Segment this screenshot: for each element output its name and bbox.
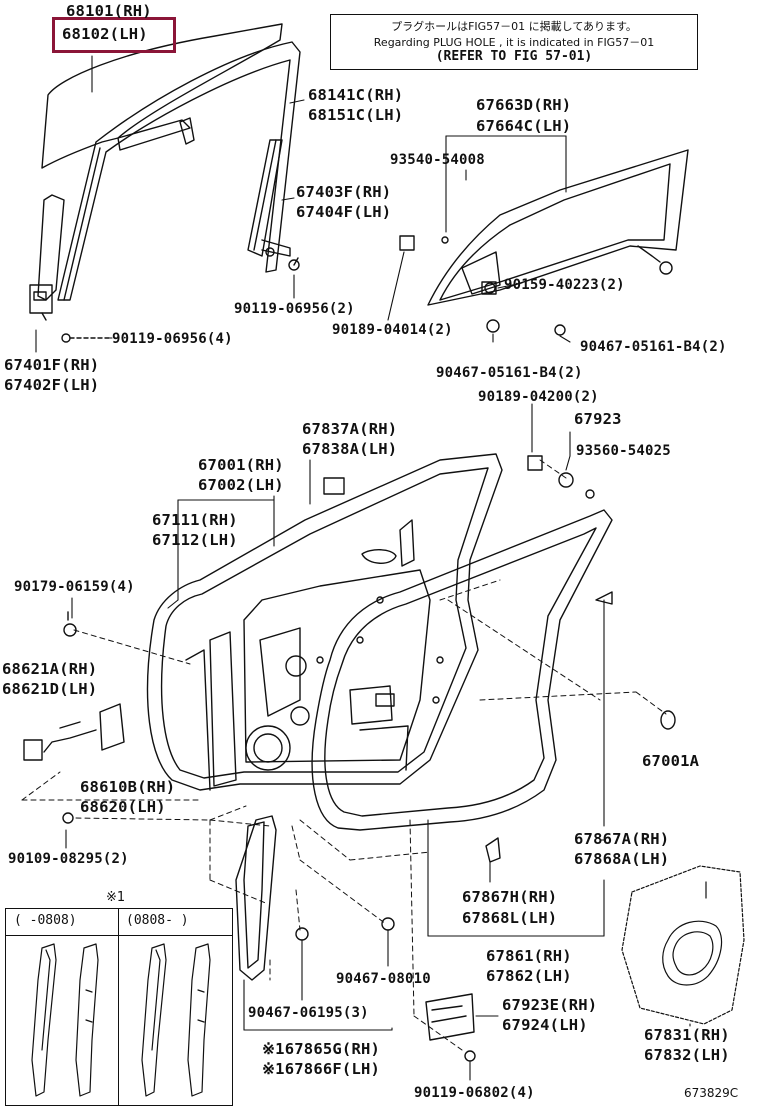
label-67832[interactable]: 67832(LH)	[644, 1046, 730, 1064]
run-channel-drawing	[57, 41, 301, 301]
pad-drawing	[425, 993, 475, 1041]
label-90159[interactable]: 90159-40223(2)	[504, 277, 625, 293]
hinge-drawing	[23, 611, 125, 824]
division-bar-drawing	[247, 139, 300, 271]
label-67868l[interactable]: 67868L(LH)	[462, 909, 558, 927]
label-67001[interactable]: 67001(RH)	[198, 456, 284, 474]
label-90109[interactable]: 90109-08295(2)	[8, 851, 129, 867]
door-garnish-drawing	[235, 815, 277, 981]
note-line-jp: プラグホールはFIG57－01 に掲載してあります。	[391, 20, 637, 33]
label-68102[interactable]: 68102(LH)	[62, 25, 148, 43]
figure-code: 673829C	[684, 1086, 739, 1100]
label-67401f[interactable]: 67401F(RH)	[4, 356, 100, 374]
label-68610b[interactable]: 68610B(RH)	[80, 778, 176, 796]
label-90189b[interactable]: 90189-04200(2)	[478, 389, 599, 405]
label-67402f[interactable]: 67402F(LH)	[4, 376, 100, 394]
label-68141c[interactable]: 68141C(RH)	[308, 86, 404, 104]
label-90119a[interactable]: 90119-06956(2)	[234, 301, 355, 317]
label-67862[interactable]: 67862(LH)	[486, 967, 572, 985]
label-68621a[interactable]: 68621A(RH)	[2, 660, 98, 678]
label-67663d[interactable]: 67663D(RH)	[476, 96, 572, 114]
label-93540[interactable]: 93540-54008	[390, 152, 485, 168]
leader-lines-lower	[65, 403, 691, 1081]
label-67831[interactable]: 67831(RH)	[644, 1026, 730, 1044]
label-67001a[interactable]: 67001A	[642, 752, 700, 770]
label-90189a[interactable]: 90189-04014(2)	[332, 322, 453, 338]
label-67868a[interactable]: 67868A(LH)	[574, 850, 670, 868]
plug-hole-note: プラグホールはFIG57－01 に掲載してあります。 Regarding PLU…	[330, 14, 698, 70]
label-90119c[interactable]: 90119-06802(4)	[414, 1085, 535, 1101]
weatherstrip-drawing	[311, 509, 613, 831]
label-68101[interactable]: 68101(RH)	[66, 2, 152, 20]
label-67867a[interactable]: 67867A(RH)	[574, 830, 670, 848]
label-67866f[interactable]: ※167866F(LH)	[262, 1060, 381, 1078]
label-93560[interactable]: 93560-54025	[576, 443, 671, 459]
inset-variants-box: ( -0808) (0808- )	[5, 908, 233, 1106]
inset-col1-header: ( -0808)	[14, 913, 77, 928]
label-67867h[interactable]: 67867H(RH)	[462, 888, 558, 906]
service-cover-drawing	[621, 865, 745, 1025]
label-67837a[interactable]: 67837A(RH)	[302, 420, 398, 438]
label-90467d[interactable]: 90467-06195(3)	[248, 1005, 369, 1021]
inset-header-divider	[6, 935, 232, 936]
inset-garnish-drawings	[31, 943, 211, 1097]
quarter-window-drawing	[399, 149, 689, 336]
label-90119b[interactable]: 90119-06956(4)	[112, 331, 233, 347]
label-68621d[interactable]: 68621D(LH)	[2, 680, 98, 698]
label-90467a[interactable]: 90467-05161-B4(2)	[580, 339, 727, 355]
label-67111[interactable]: 67111(RH)	[152, 511, 238, 529]
label-67924[interactable]: 67924(LH)	[502, 1016, 588, 1034]
note-line-en: Regarding PLUG HOLE , it is indicated in…	[373, 36, 655, 49]
inset-col2-header: (0808- )	[126, 913, 189, 928]
label-67403f[interactable]: 67403F(RH)	[296, 183, 392, 201]
dashed-leaders	[21, 459, 667, 1051]
lower-sash-drawing	[29, 194, 111, 343]
fasteners-drawing	[295, 455, 676, 1062]
label-90467c[interactable]: 90467-08010	[336, 971, 431, 987]
label-67923e[interactable]: 67923E(RH)	[502, 996, 598, 1014]
inset-mark: ※1	[106, 890, 126, 905]
label-67404f[interactable]: 67404F(LH)	[296, 203, 392, 221]
label-67002[interactable]: 67002(LH)	[198, 476, 284, 494]
label-90179[interactable]: 90179-06159(4)	[14, 579, 135, 595]
label-67664c[interactable]: 67664C(LH)	[476, 117, 572, 135]
highlight-box	[52, 17, 176, 53]
label-67861[interactable]: 67861(RH)	[486, 947, 572, 965]
leader-lines-upper	[35, 55, 571, 353]
door-panel-drawing	[146, 453, 503, 791]
label-68620[interactable]: 68620(LH)	[80, 798, 166, 816]
label-67838a[interactable]: 67838A(LH)	[302, 440, 398, 458]
label-67865g[interactable]: ※167865G(RH)	[262, 1040, 381, 1058]
label-67923[interactable]: 67923	[574, 410, 622, 428]
label-68151c[interactable]: 68151C(LH)	[308, 106, 404, 124]
inset-column-divider	[118, 909, 119, 1105]
note-line-ref: (REFER TO FIG 57-01)	[435, 49, 593, 64]
door-glass-drawing	[41, 23, 283, 169]
label-67112[interactable]: 67112(LH)	[152, 531, 238, 549]
label-90467b[interactable]: 90467-05161-B4(2)	[436, 365, 583, 381]
